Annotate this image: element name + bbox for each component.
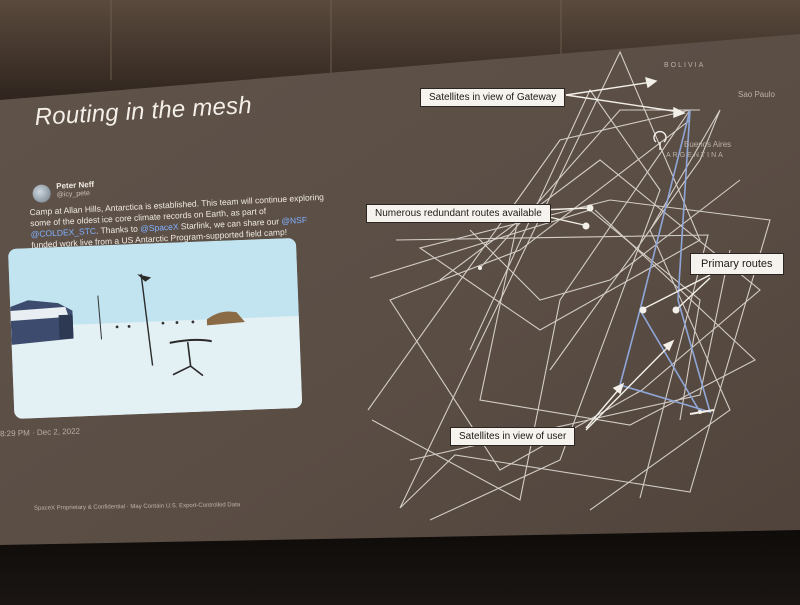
- map-label-bolivia: BOLIVIA: [664, 62, 706, 69]
- callout-user-satellites: Satellites in view of user: [450, 427, 576, 446]
- ceiling-seam: [110, 0, 112, 80]
- callout-primary-routes: Primary routes: [690, 253, 784, 275]
- ceiling-seam: [330, 0, 332, 80]
- callout-gateway: Satellites in view of Gateway: [420, 88, 566, 107]
- map-label-argentina: ARGENTINA: [666, 152, 725, 159]
- mesh-routes: [367, 50, 771, 521]
- callout-redundant-routes: Numerous redundant routes available: [366, 204, 551, 223]
- ceiling-seam: [560, 0, 562, 80]
- satellite-node: [478, 266, 482, 270]
- map-label-buenos-aires: Buenos Aires: [684, 140, 732, 149]
- route-nodes: [478, 204, 702, 414]
- antarctic-camp-photo: [8, 237, 303, 419]
- user-terminal: [689, 409, 715, 415]
- map-label-sao-paulo: Sao Paulo: [738, 90, 775, 99]
- satellite-node: [672, 306, 680, 314]
- satellite-node: [586, 204, 594, 212]
- primary-routes: [619, 109, 712, 414]
- callout-arrows: [539, 76, 711, 431]
- tweet-photo: [8, 237, 303, 419]
- satellite-node: [582, 222, 590, 230]
- satellite-node: [639, 306, 647, 314]
- gateway-antenna: [653, 130, 667, 150]
